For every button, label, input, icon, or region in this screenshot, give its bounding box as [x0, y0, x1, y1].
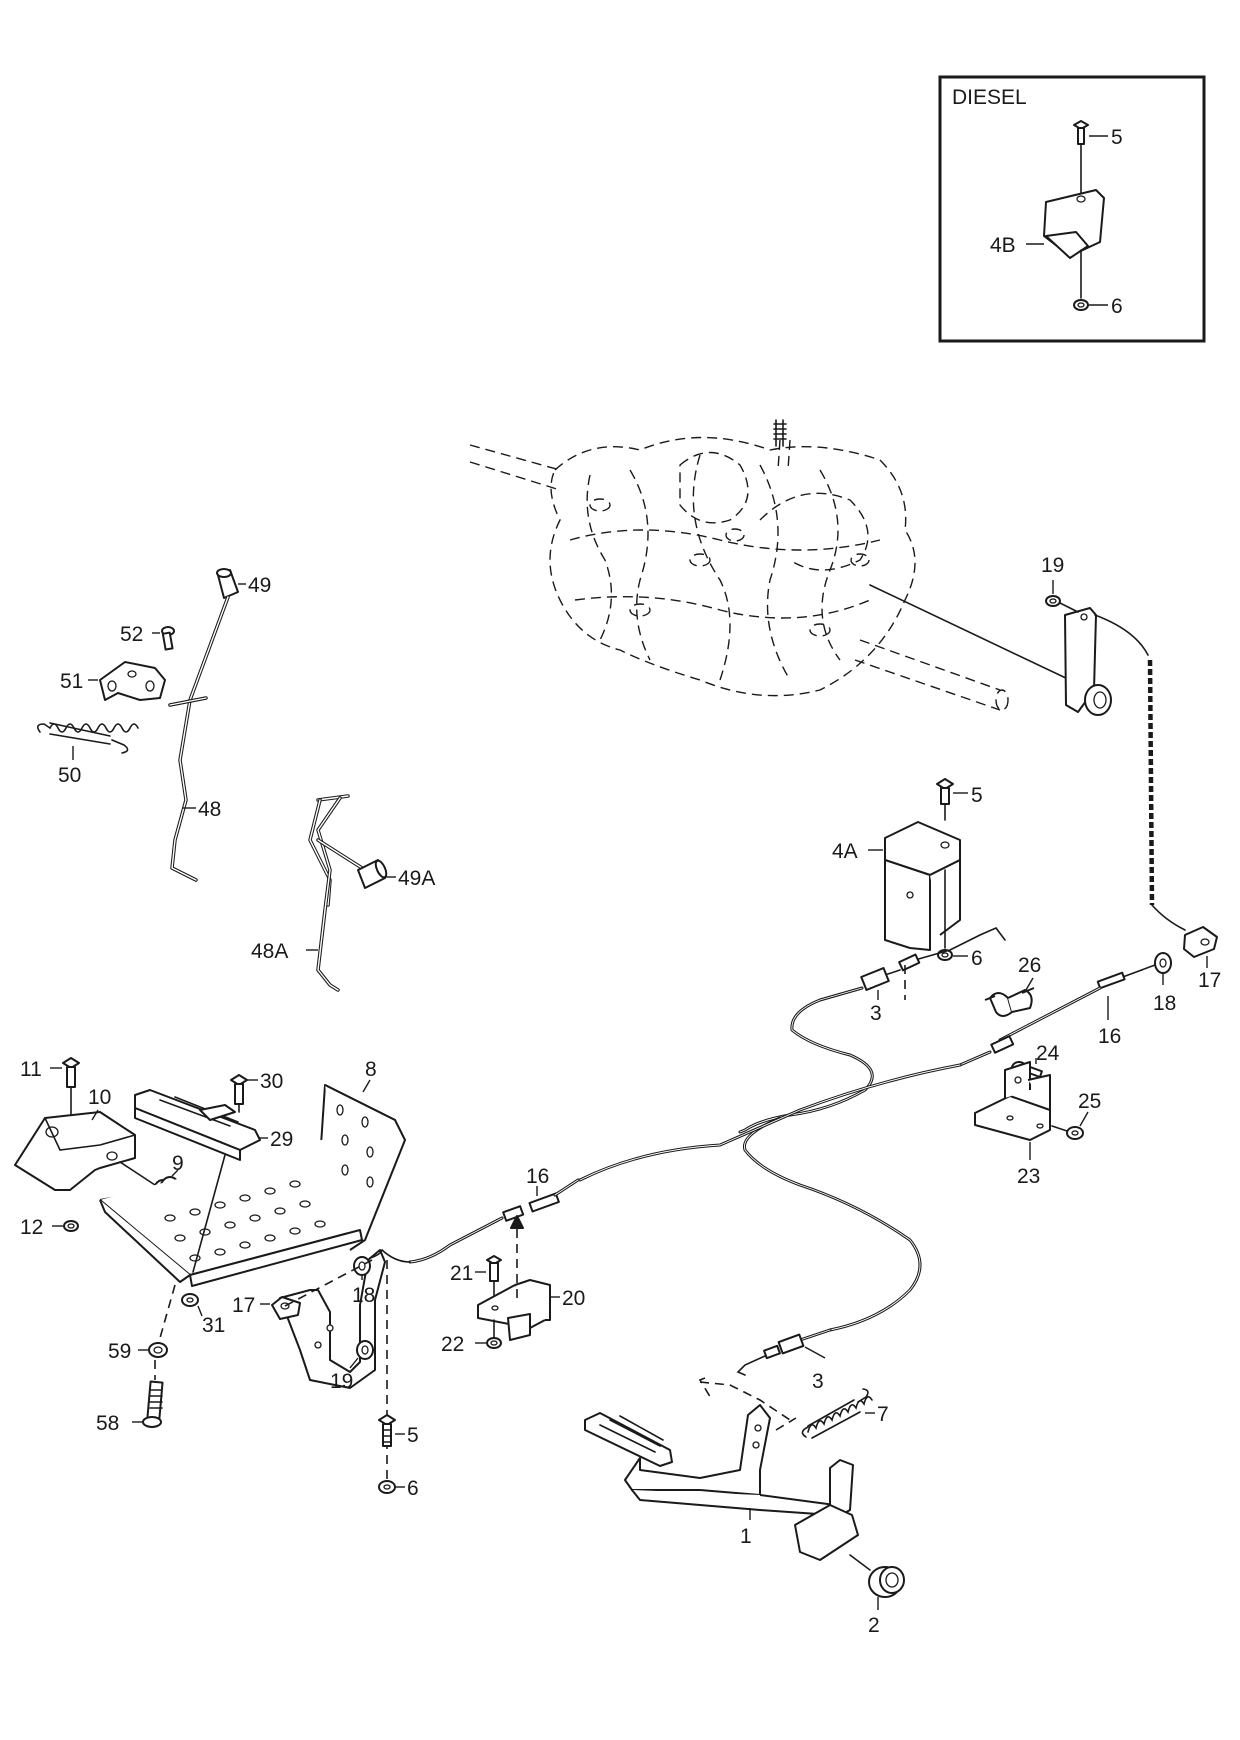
- nut-25: [1051, 1125, 1084, 1140]
- brake-rod-chain: [1147, 659, 1155, 906]
- foot-plate-holes: [164, 1104, 374, 1262]
- callout-22: 22: [441, 1333, 464, 1356]
- callout-5-lower: 5: [407, 1424, 419, 1447]
- callout-8: 8: [365, 1058, 377, 1081]
- callout-48a: 48A: [251, 940, 288, 963]
- callout-59: 59: [108, 1340, 131, 1363]
- callout-6-upper: 6: [971, 947, 983, 970]
- bolt-21: [486, 1255, 502, 1301]
- cable-16-right: [958, 964, 1156, 1067]
- nut-19-left: [356, 1340, 374, 1360]
- callout-7: 7: [877, 1403, 889, 1426]
- callout-24: 24: [1036, 1042, 1060, 1065]
- callout-12: 12: [20, 1216, 43, 1239]
- callout-49a: 49A: [398, 867, 435, 890]
- bolt-52: [161, 626, 175, 651]
- callout-20: 20: [562, 1287, 585, 1310]
- inset-bolt-5: [1073, 120, 1089, 194]
- inset-callout-5: 5: [1111, 126, 1123, 149]
- callout-16-right: 16: [1098, 1025, 1121, 1048]
- callout-3-upper: 3: [870, 1002, 882, 1025]
- callout-21: 21: [450, 1262, 473, 1285]
- foot-plate-8: [99, 1084, 406, 1287]
- bracket-20: [477, 1279, 551, 1341]
- cable-3: [736, 927, 1006, 1376]
- callout-19-top: 19: [1041, 554, 1064, 577]
- knob-49a: [357, 859, 388, 889]
- callout-50: 50: [58, 764, 81, 787]
- clamp-26: [984, 987, 1035, 1017]
- bolt-30: [230, 1074, 248, 1113]
- pedal-pad-29: [134, 1089, 261, 1161]
- transaxle-input-shaft: [773, 419, 787, 447]
- callout-6-lower: 6: [407, 1477, 419, 1500]
- bracket-23: [974, 1061, 1051, 1141]
- callout-17-right: 17: [1198, 969, 1221, 992]
- callout-18-left: 18: [352, 1284, 375, 1307]
- callout-3-lower: 3: [812, 1370, 824, 1393]
- nut-6-lower: [378, 1480, 396, 1494]
- brake-arm: [1064, 607, 1112, 716]
- callout-48: 48: [198, 798, 221, 821]
- inset-callout-6: 6: [1111, 295, 1123, 318]
- inset-bracket-4b: [1043, 189, 1105, 299]
- clevis-17-right: [1183, 926, 1218, 958]
- bracket-51: [99, 661, 166, 701]
- nut-22: [486, 1319, 502, 1349]
- callout-2: 2: [868, 1614, 880, 1637]
- callout-16-center: 16: [526, 1165, 549, 1188]
- bushing-18-left: [353, 1256, 371, 1276]
- spring-50: [36, 722, 139, 754]
- rod-48a: [308, 794, 364, 992]
- callout-1: 1: [740, 1525, 752, 1548]
- rod-48: [168, 595, 230, 882]
- cable-16-center: [381, 1063, 962, 1264]
- bolt-5-lower: [378, 1414, 396, 1447]
- callout-5-upper: 5: [971, 784, 983, 807]
- callout-30: 30: [260, 1070, 283, 1093]
- callout-10: 10: [88, 1086, 111, 1109]
- callout-26: 26: [1018, 954, 1041, 977]
- inset-callout-4b: 4B: [990, 234, 1016, 257]
- inset-frame: [938, 75, 1206, 343]
- transaxle-ghost: [469, 419, 1071, 711]
- nut-12: [63, 1220, 79, 1232]
- nut-59: [148, 1342, 168, 1358]
- callout-9: 9: [172, 1152, 184, 1175]
- brake-pedal-1: [584, 1404, 859, 1561]
- nut-31: [181, 1293, 199, 1307]
- knob-49: [216, 568, 239, 599]
- callout-25: 25: [1078, 1090, 1101, 1113]
- callout-4a: 4A: [832, 840, 858, 863]
- nut-19-top: [1045, 595, 1079, 613]
- diesel-inset: DIESEL 5 4B 6: [938, 75, 1206, 343]
- bracket-4a: [884, 821, 961, 951]
- callout-31: 31: [202, 1314, 225, 1337]
- callout-49: 49: [248, 574, 271, 597]
- callout-17-left: 17: [232, 1294, 255, 1317]
- inset-title: DIESEL: [952, 86, 1027, 109]
- callout-23: 23: [1017, 1165, 1040, 1188]
- bracket-10: [14, 1111, 136, 1191]
- inset-nut-6: [1073, 299, 1089, 311]
- bolt-5-upper: [936, 778, 954, 821]
- spring-7: [801, 1388, 873, 1439]
- callout-52: 52: [120, 623, 143, 646]
- callout-18-right: 18: [1153, 992, 1176, 1015]
- callout-19-left: 19: [330, 1370, 353, 1393]
- bushing-18-right: [1154, 952, 1172, 974]
- bolt-58: [142, 1380, 164, 1428]
- callout-11: 11: [20, 1058, 42, 1081]
- callout-51: 51: [60, 670, 83, 693]
- callout-58: 58: [96, 1412, 119, 1435]
- bushing-2: [868, 1566, 905, 1598]
- callout-29: 29: [270, 1128, 293, 1151]
